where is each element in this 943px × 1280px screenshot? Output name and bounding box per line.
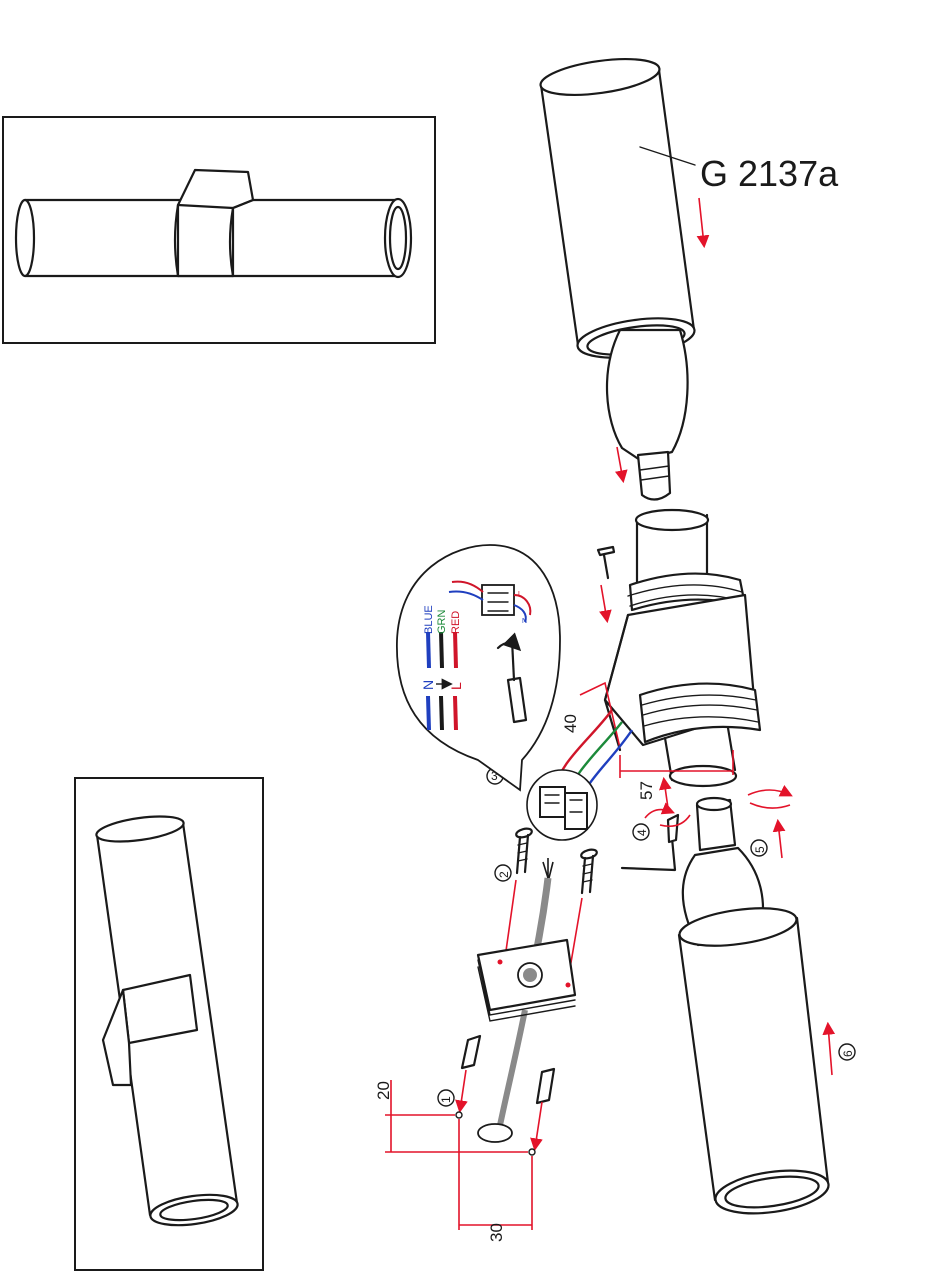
bulb	[605, 328, 689, 501]
mounting-plate	[476, 938, 577, 1022]
model-label: G 2137a	[700, 153, 839, 194]
mounting-screw-right	[580, 848, 598, 895]
rotate-arrow-4b	[659, 814, 691, 828]
step-2-label: 2	[497, 871, 511, 878]
dimension-depth: 40	[561, 714, 580, 733]
arrow-up-4	[659, 776, 672, 809]
arrow-down-3	[599, 584, 612, 624]
dimension-horizontal-spacing: 30	[487, 1223, 506, 1242]
arrow-down-2	[614, 446, 628, 484]
step-5-circle	[750, 839, 768, 857]
rotate-arrow-4	[644, 802, 675, 819]
wire-label-blue: BLUE	[423, 605, 435, 634]
step-4-label: 4	[635, 829, 649, 836]
vertical-mount-view	[74, 777, 264, 1271]
set-screw	[596, 545, 616, 580]
wiring-detail-bubble	[396, 544, 561, 792]
terminal-mark-neutral: N	[522, 618, 527, 625]
plug-guide-left	[455, 1069, 468, 1114]
lower-shade-tube	[677, 907, 830, 1215]
arrow-up-5	[772, 818, 786, 859]
dimension-vertical-spacing: 20	[374, 1081, 393, 1100]
terminal-label-live: L	[448, 682, 464, 690]
wall-plug-left	[460, 1034, 482, 1070]
screw-guide-left	[504, 879, 517, 959]
step-3-label: 3	[491, 769, 498, 783]
dimension-length: 57	[637, 781, 656, 800]
wire-label-green: GRN	[436, 610, 448, 635]
terminal-connector	[526, 769, 598, 841]
wall-plug-right	[535, 1067, 556, 1105]
mounting-screw-left	[515, 827, 533, 875]
dimension-lines	[579, 681, 734, 778]
wire-label-red: RED	[450, 611, 462, 634]
terminal-mark-live: L	[518, 591, 522, 598]
mount-body	[603, 508, 762, 788]
drill-template	[385, 1080, 536, 1230]
arrow-up-6	[822, 1021, 836, 1076]
hex-key	[620, 813, 680, 872]
step-5-label: 5	[753, 846, 767, 853]
step-1-circle	[437, 1089, 455, 1107]
rotate-arrow-5	[747, 784, 793, 797]
step-2-circle	[494, 864, 512, 882]
step-1-label: 1	[439, 1096, 453, 1103]
step-6-label: 6	[841, 1050, 855, 1057]
terminal-label-neutral: N	[420, 680, 436, 690]
upper-shade-tube	[539, 57, 696, 359]
step-4-circle	[632, 823, 650, 841]
rotate-arrow-5b	[749, 802, 791, 809]
arrow-down-1	[696, 197, 710, 249]
horizontal-mount-view	[2, 116, 436, 344]
plug-guide-right	[530, 1101, 543, 1152]
step-6-circle	[838, 1043, 856, 1061]
